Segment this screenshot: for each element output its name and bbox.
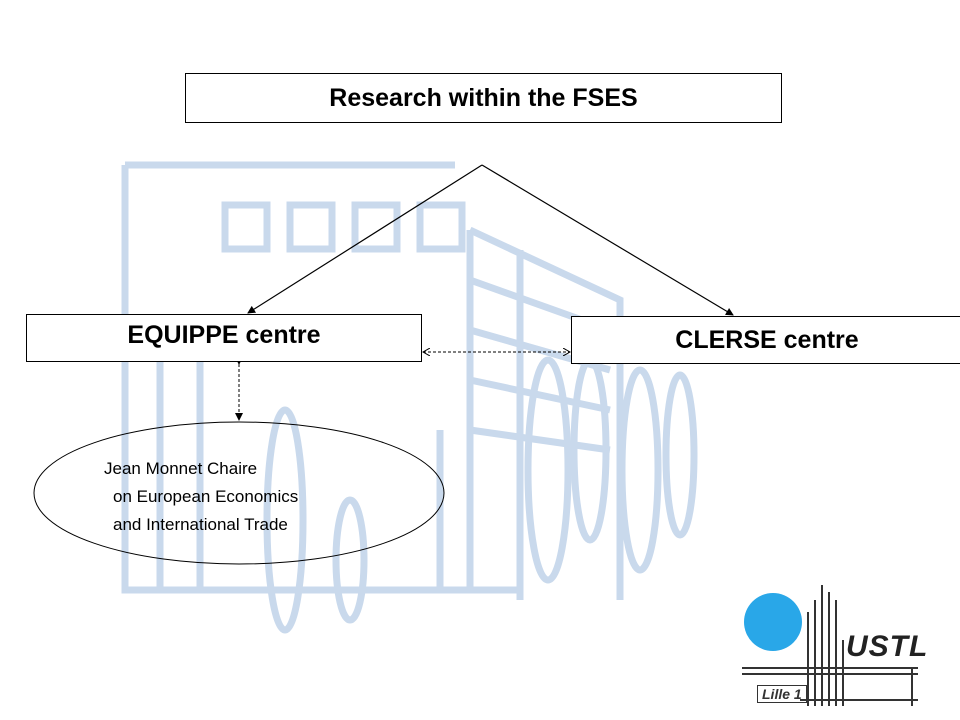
logo-name: USTL: [846, 630, 929, 663]
logo-bars-icon: [742, 585, 918, 706]
clerse-centre-node: CLERSE centre: [571, 316, 960, 364]
chair-line-3: and International Trade: [113, 515, 288, 534]
chair-line-1: Jean Monnet Chaire: [104, 459, 258, 478]
logo-subtitle: Lille 1: [757, 685, 807, 703]
equippe-centre-node: EQUIPPE centre: [26, 314, 422, 362]
chair-ellipse: [33, 421, 445, 565]
arrow-to-clerse: [481, 164, 734, 316]
arrow-to-equippe: [247, 164, 483, 314]
diagram-title: Research within the FSES: [185, 73, 782, 123]
logo-blue-dot: [744, 593, 802, 651]
chair-line-2: on European Economics: [113, 487, 299, 506]
